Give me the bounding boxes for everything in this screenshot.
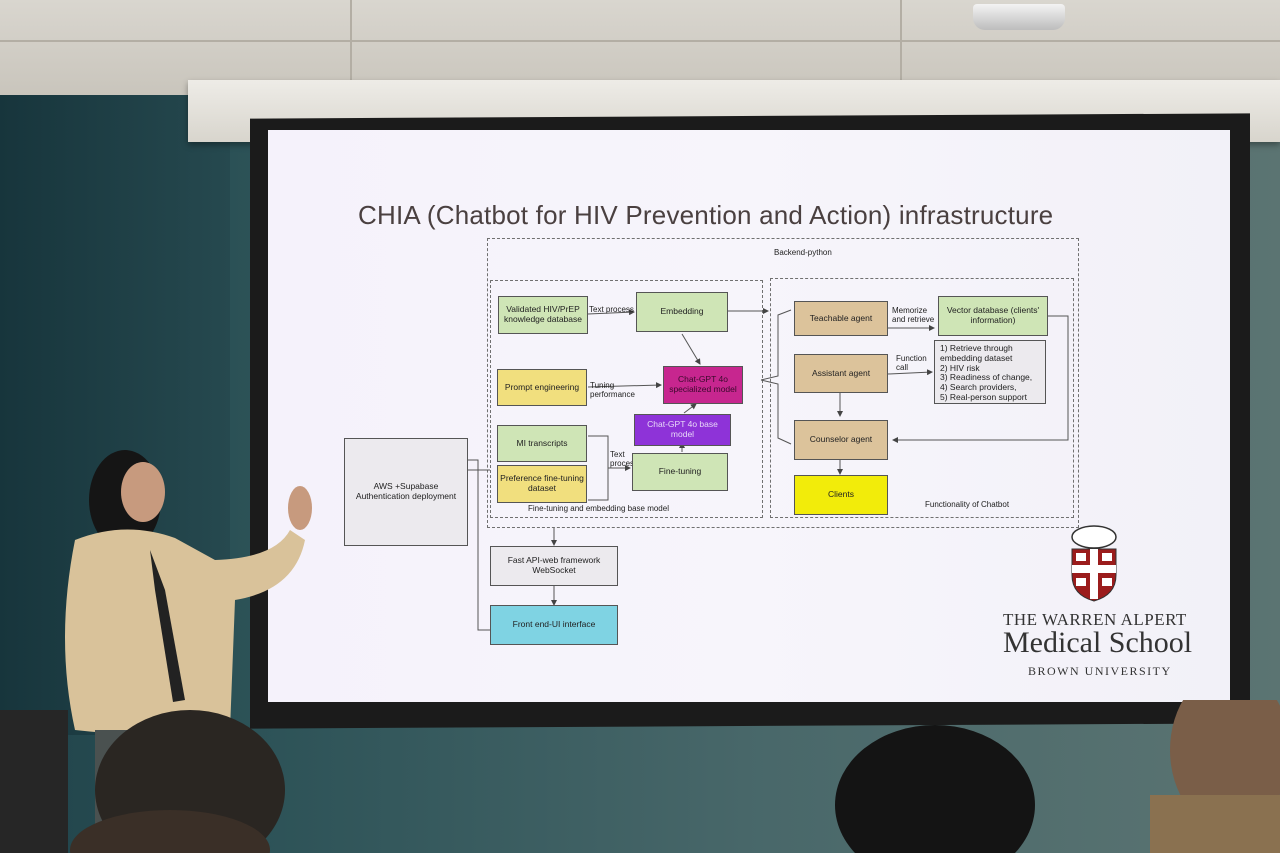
connector-lines	[468, 308, 1069, 631]
edge-text-process-2: Text process	[610, 450, 639, 469]
function-item: 4) Search providers,	[940, 382, 1017, 393]
function-item: 1) Retrieve through embedding dataset	[940, 343, 1013, 363]
edge-text-process-1: Text process	[589, 305, 634, 314]
group-finetune-label: Fine-tuning and embedding base model	[528, 504, 669, 513]
function-item: 3) Readiness of change,	[940, 372, 1033, 383]
projected-slide: CHIA (Chatbot for HIV Prevention and Act…	[268, 130, 1230, 702]
ceiling	[0, 0, 1280, 95]
vector-database-box: Vector database (clients' information)	[938, 296, 1048, 336]
aws-deployment-box: AWS +Supabase Authentication deployment	[344, 438, 468, 546]
function-list-box: 1) Retrieve through embedding dataset 2)…	[934, 340, 1046, 404]
frontend-box: Front end-UI interface	[490, 605, 618, 645]
group-backend	[487, 238, 1079, 528]
fastapi-box: Fast API-web framework WebSocket	[490, 546, 618, 586]
logo-line-1: THE WARREN ALPERT	[1003, 610, 1187, 629]
edge-function-call: Function call	[896, 354, 927, 373]
audience	[0, 700, 1280, 853]
base-model-box: Chat-GPT 4o base model	[634, 414, 731, 446]
university-shield-logo	[1071, 525, 1117, 602]
slide-title: CHIA (Chatbot for HIV Prevention and Act…	[358, 200, 1054, 230]
validated-knowledge-box: Validated HIV/PrEP knowledge database	[498, 296, 588, 334]
edge-memorize-retrieve: Memorize and retrieve	[892, 306, 935, 325]
group-backend-label: Backend-python	[774, 248, 832, 257]
assistant-agent-box: Assistant agent	[794, 354, 888, 393]
clients-box: Clients	[794, 475, 888, 515]
group-functionality-label: Functionality of Chatbot	[925, 500, 1010, 509]
embedding-box: Embedding	[636, 292, 728, 332]
mi-transcripts-box: MI transcripts	[497, 425, 587, 462]
specialized-model-box: Chat-GPT 4o specialized model	[663, 366, 743, 404]
function-item: 5) Real-person support	[940, 391, 1027, 402]
ceiling-projector	[973, 4, 1065, 30]
edge-tuning-performance: Tuning performance	[590, 381, 635, 400]
group-functionality	[770, 278, 1074, 518]
preference-dataset-box: Preference fine-tuning dataset	[497, 465, 587, 503]
counselor-agent-box: Counselor agent	[794, 420, 888, 460]
group-finetune	[490, 280, 763, 518]
function-item: 2) HIV risk	[940, 362, 980, 373]
prompt-engineering-box: Prompt engineering	[497, 369, 587, 406]
teachable-agent-box: Teachable agent	[794, 301, 888, 336]
logo-line-3: BROWN UNIVERSITY	[1028, 664, 1172, 678]
fine-tuning-box: Fine-tuning	[632, 453, 728, 491]
logo-line-2: Medical School	[1003, 626, 1193, 659]
